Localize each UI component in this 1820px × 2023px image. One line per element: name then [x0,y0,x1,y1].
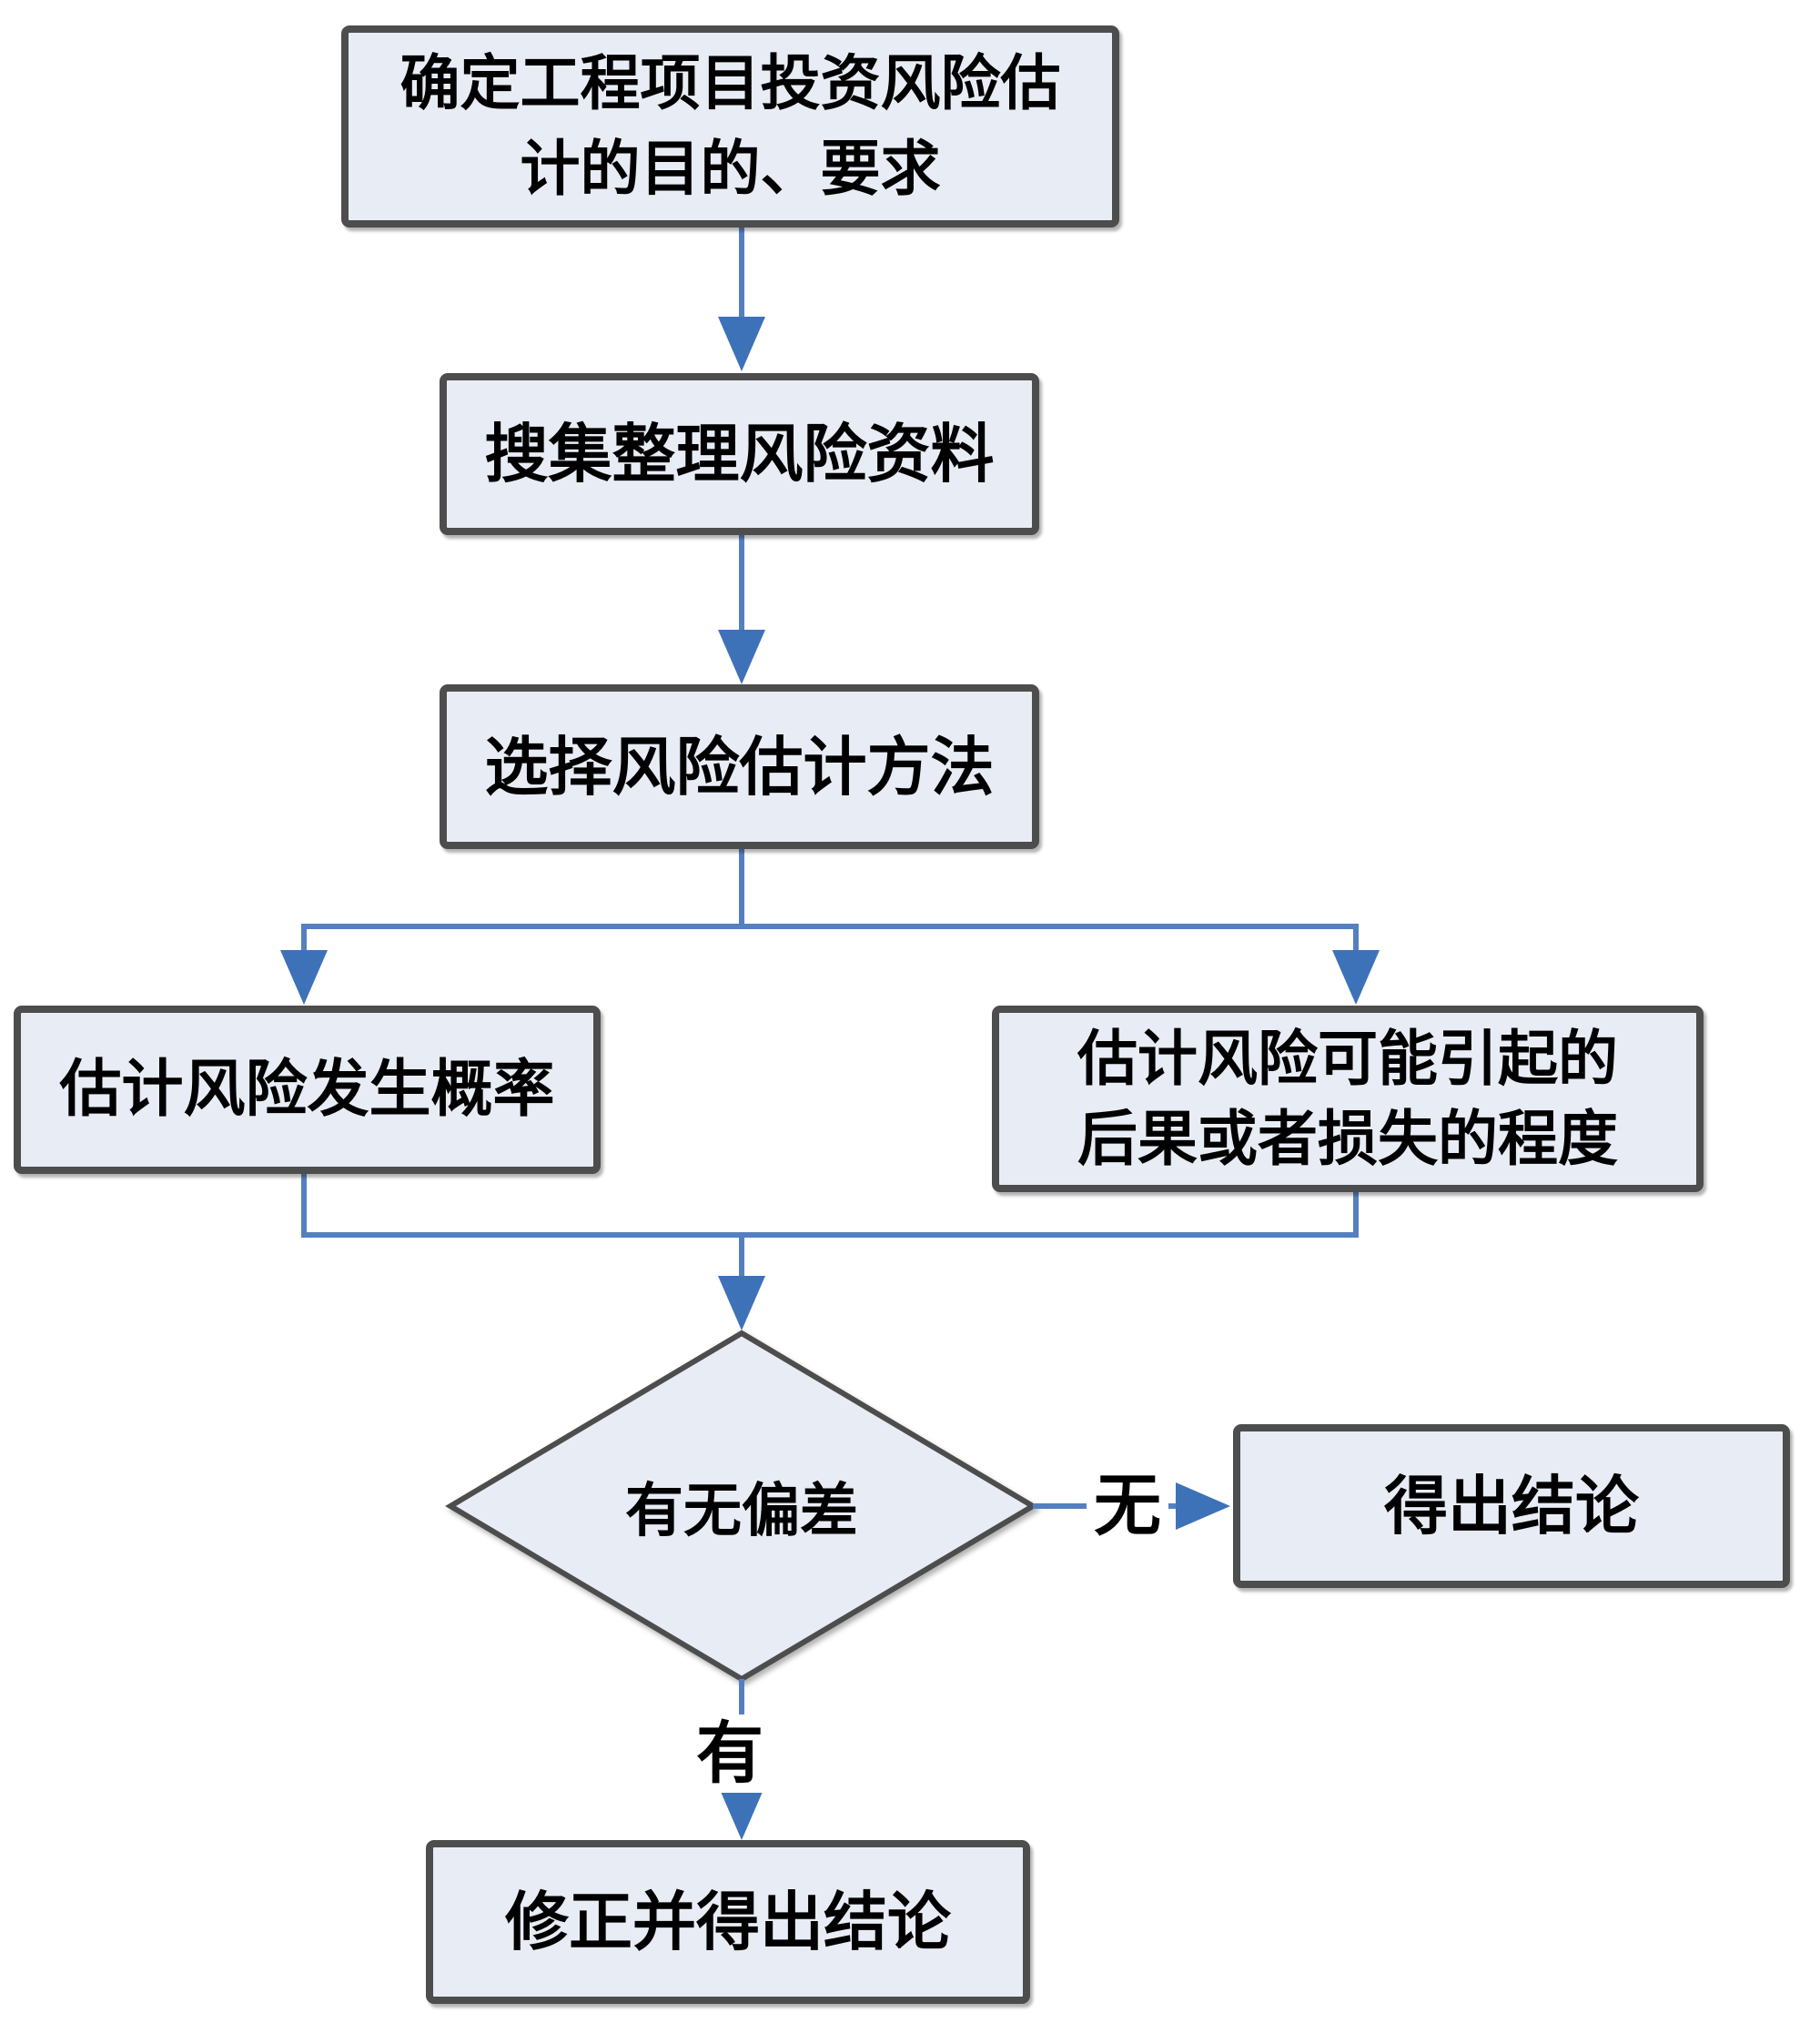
decision-label: 有无偏差 [625,1478,858,1543]
arrowhead-down-icon [280,950,328,1005]
node-purpose: 确定工程项目投资风险估 计的目的、要求 [341,25,1119,228]
node-probability: 估计风险发生概率 [14,1006,601,1174]
node-probability-label: 估计风险发生概率 [59,1054,555,1124]
edge-label-no: 无 [1087,1467,1168,1545]
node-method: 选择风险估计方法 [440,684,1039,849]
arrowhead-down-icon [718,1276,765,1330]
node-collect: 搜集整理风险资料 [440,373,1039,535]
arrowhead-down-icon [718,630,765,684]
edge-collect-to-method [718,535,765,684]
arrowhead-right-icon [1176,1482,1230,1530]
node-method-label: 选择风险估计方法 [484,731,995,803]
arrowhead-down-icon [1332,950,1380,1005]
node-conclusion-label: 得出结论 [1384,1471,1639,1542]
node-revise: 修正并得出结论 [426,1840,1030,2004]
node-collect-label: 搜集整理风险资料 [484,419,995,490]
arrowhead-down-icon [718,317,765,371]
edge-merge-to-decision [301,1174,1359,1330]
node-revise-label: 修正并得出结论 [505,1886,951,1957]
arrowhead-down-icon [718,1785,765,1840]
node-purpose-label: 确定工程项目投资风险估 计的目的、要求 [399,49,1061,202]
node-consequence: 估计风险可能引起的 后果或者损失的程度 [992,1006,1704,1192]
edge-purpose-to-collect [718,228,765,371]
edge-method-split [280,849,1380,1005]
node-conclusion: 得出结论 [1233,1424,1790,1588]
edge-label-yes: 有 [692,1714,768,1793]
node-consequence-label: 估计风险可能引起的 后果或者损失的程度 [1077,1025,1618,1172]
